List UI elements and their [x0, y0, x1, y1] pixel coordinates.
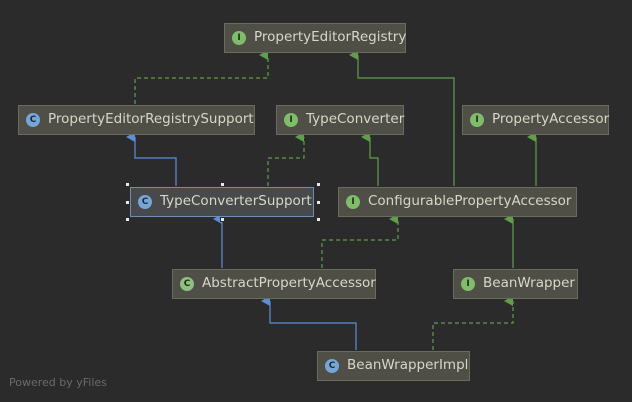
class-icon: C [325, 359, 339, 373]
node-typeconvertersupport[interactable]: C TypeConverterSupport [130, 187, 314, 217]
node-typeconverter[interactable]: I TypeConverter [276, 105, 404, 135]
selection-handle[interactable] [125, 200, 130, 205]
powered-by-footer: Powered by yFiles [9, 376, 107, 389]
interface-icon: I [232, 31, 246, 45]
edge-propertyeditorregistrysupport-to-propertyeditorregistry [134, 50, 269, 104]
selection-handle[interactable] [125, 217, 130, 222]
edge-beanwrapperimpl-to-beanwrapper [432, 296, 514, 350]
edge-beanwrapperimpl-to-abstractpropertyaccessor [261, 296, 357, 350]
node-label: PropertyEditorRegistry [254, 29, 407, 46]
interface-icon: I [284, 113, 298, 127]
class-icon: C [138, 195, 152, 209]
selection-handle[interactable] [316, 182, 321, 187]
interface-icon: I [461, 277, 475, 291]
selection-handle[interactable] [125, 182, 130, 187]
interface-icon: I [346, 195, 360, 209]
edge-typeconvertersupport-to-propertyeditorregistrysupport [126, 132, 177, 186]
node-propertyeditorregistry[interactable]: I PropertyEditorRegistry [224, 23, 406, 53]
selection-handle[interactable] [316, 217, 321, 222]
node-propertyaccessor[interactable]: I PropertyAccessor [462, 105, 609, 135]
node-label: TypeConverterSupport [160, 193, 312, 210]
edge-abstractpropertyaccessor-to-configurablepropertyaccessor [321, 214, 399, 268]
edge-typeconvertersupport-to-typeconverter [267, 132, 305, 186]
node-beanwrapper[interactable]: I BeanWrapper [453, 269, 578, 299]
selection-handle[interactable] [220, 217, 225, 222]
node-propertyeditorregistrysupport[interactable]: C PropertyEditorRegistrySupport [18, 105, 255, 135]
edge-configurablepropertyaccessor-to-typeconverter [361, 132, 379, 186]
selection-handle[interactable] [316, 200, 321, 205]
node-abstractpropertyaccessor[interactable]: C AbstractPropertyAccessor [172, 269, 376, 299]
class-icon: C [26, 113, 40, 127]
interface-icon: I [470, 113, 484, 127]
edge-configurablepropertyaccessor-to-propertyeditorregistry [349, 50, 455, 186]
node-label: TypeConverter [306, 111, 405, 128]
node-label: BeanWrapperImpl [347, 357, 469, 374]
node-beanwrapperimpl[interactable]: C BeanWrapperImpl [317, 351, 470, 381]
node-label: BeanWrapper [483, 275, 575, 292]
node-label: PropertyAccessor [492, 111, 610, 128]
node-label: ConfigurablePropertyAccessor [368, 193, 572, 210]
node-label: AbstractPropertyAccessor [202, 275, 376, 292]
node-configurablepropertyaccessor[interactable]: I ConfigurablePropertyAccessor [338, 187, 577, 217]
abstract-class-icon: C [180, 277, 194, 291]
node-label: PropertyEditorRegistrySupport [48, 111, 254, 128]
selection-handle[interactable] [220, 182, 225, 187]
